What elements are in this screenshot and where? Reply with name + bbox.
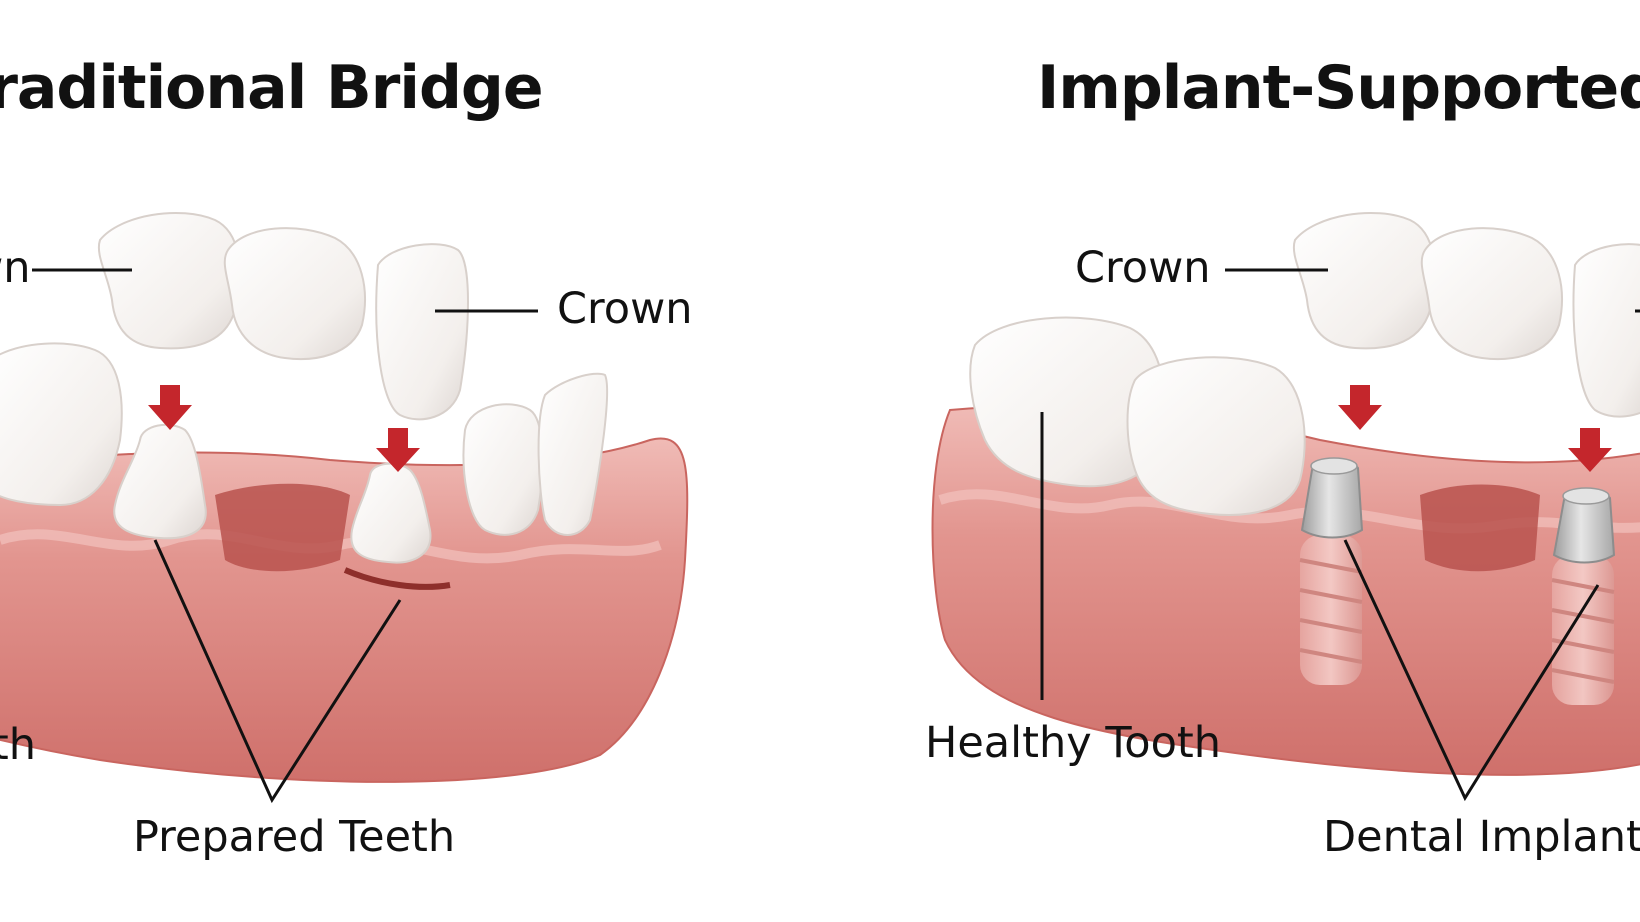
left-arrow-2 [376,428,420,472]
label-right-healthy-tooth: Healthy Tooth [925,718,1222,768]
dental-implant-1 [1299,457,1364,685]
left-prepared-tooth-1 [113,423,207,540]
right-gum-highlight [938,489,1640,534]
left-socket [215,483,350,572]
label-dental-implants: Dental Implants [1323,812,1640,862]
right-arrow-2 [1568,428,1612,472]
left-bridge-crown-2 [223,227,366,360]
left-gum-line [343,567,451,590]
left-front-tooth-2 [537,372,609,536]
right-healthy-tooth-2 [1126,356,1306,516]
label-left-crown-1: Crown [0,243,31,293]
label-left-healthy-tooth: Healthy Tooth [0,720,37,770]
leader-dental-implants [1343,539,1600,802]
left-panel-art [0,211,689,804]
right-bridge-crown-3 [1572,243,1640,418]
left-arrow-1 [148,385,192,430]
left-bridge-crown-1 [97,211,241,350]
right-panel-art [931,211,1640,802]
left-healthy-tooth [0,342,123,507]
label-prepared-teeth: Prepared Teeth [133,812,456,862]
label-right-crown: Crown [1075,243,1211,293]
right-arrow-1 [1338,385,1382,430]
right-socket [1420,484,1540,572]
right-bridge-crown-2 [1420,227,1563,360]
leader-prepared-teeth [153,539,402,804]
left-title: Traditional Bridge [0,53,544,123]
left-prepared-tooth-2 [350,462,432,564]
right-title: Implant-Supported Bridge [1037,53,1640,123]
right-bridge-crown-1 [1292,211,1436,350]
label-left-crown-2: Crown [557,284,693,334]
left-front-tooth-1 [462,403,544,536]
dental-implant-2 [1551,487,1616,705]
left-bridge-crown-3 [375,243,469,421]
